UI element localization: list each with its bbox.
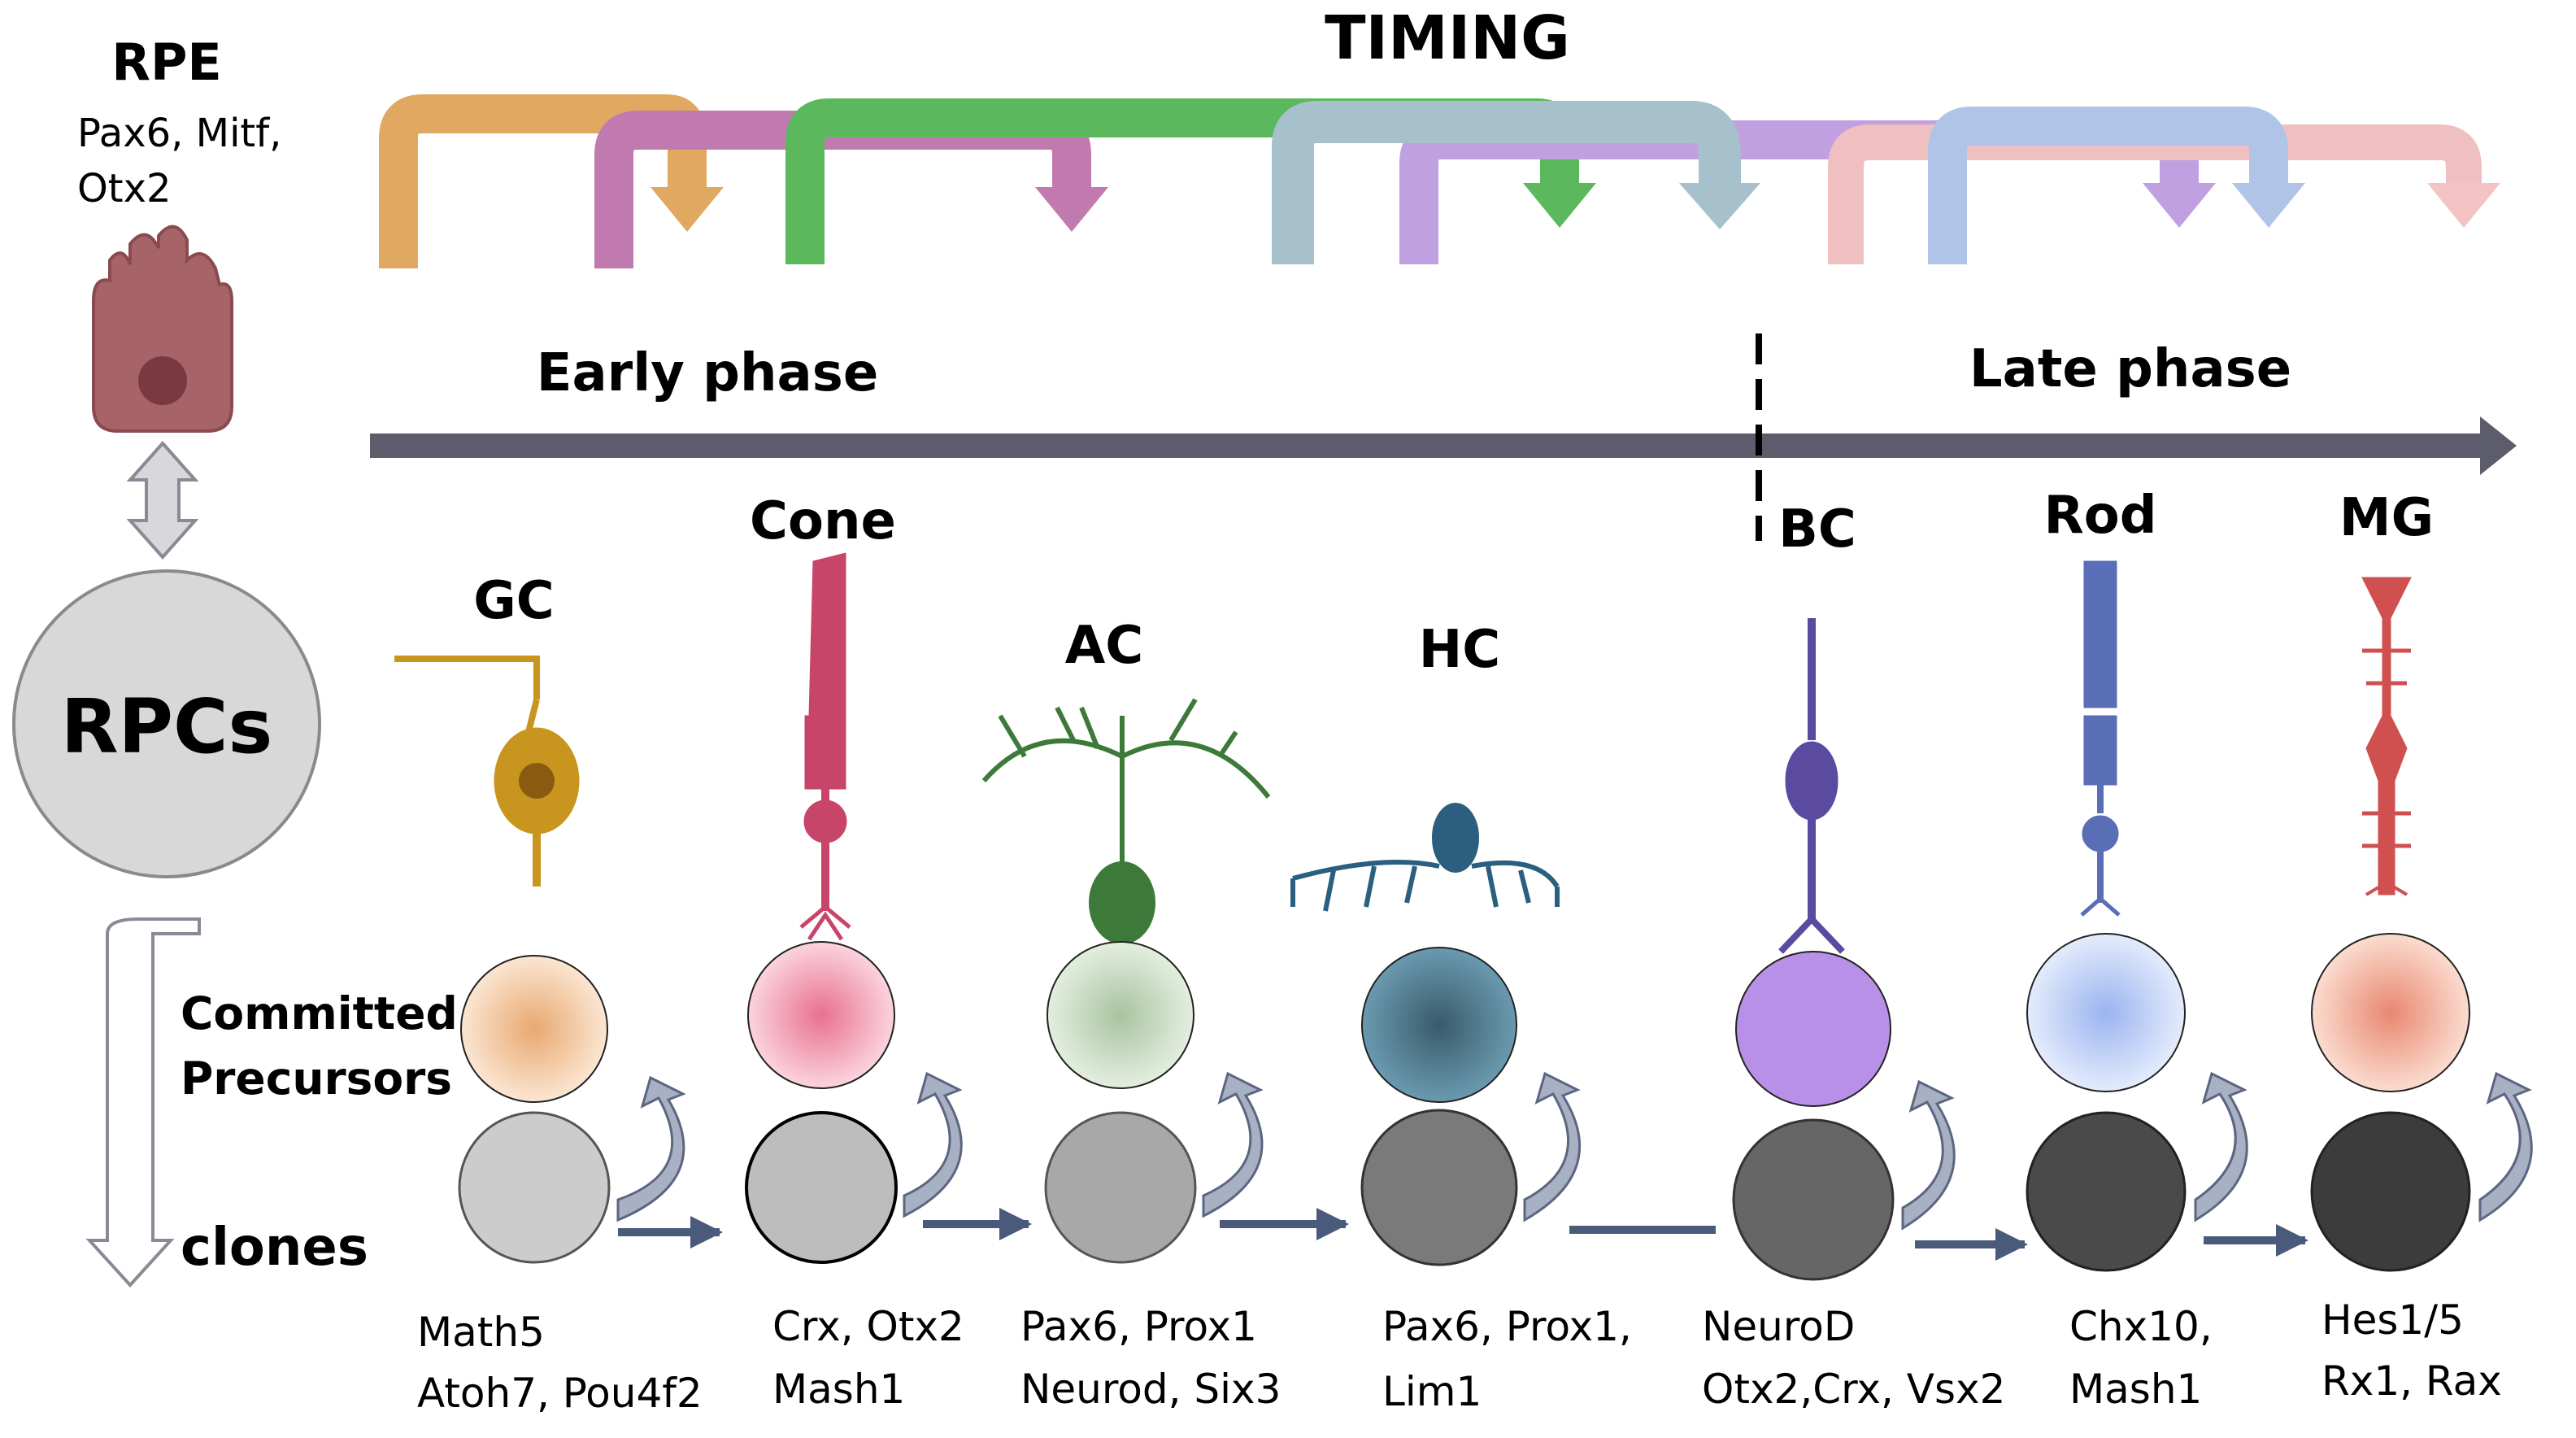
- late-phase-label: Late phase: [1969, 339, 2291, 399]
- genes-gc-line2: Atoh7, Pou4f2: [417, 1370, 703, 1417]
- genes-gc-line1: Math5: [417, 1309, 545, 1356]
- genes-bc-line1: NeuroD: [1702, 1303, 1855, 1350]
- rpe-genes-line2: Otx2: [77, 166, 172, 211]
- clone-ac: [1044, 1111, 1197, 1264]
- cone-neuron-illustration: [799, 552, 851, 941]
- committed-label-line2: Precursors: [181, 1052, 452, 1105]
- clone-progression-arrows: [618, 1208, 2308, 1261]
- timing-title: TIMING: [1325, 3, 1570, 73]
- clone-hc: [1360, 1109, 1518, 1266]
- committed-label-line1: Committed: [181, 987, 458, 1039]
- celltype-label-cone: Cone: [750, 491, 896, 551]
- ac-neuron-illustration: [981, 698, 1271, 944]
- precursor-cone: [747, 941, 895, 1089]
- timing-arrows: [379, 94, 2500, 268]
- hc-neuron-illustration: [1290, 803, 1560, 912]
- timing-arrow-rod: [1928, 107, 2305, 264]
- genes-ac-line1: Pax6, Prox1: [1020, 1303, 1257, 1350]
- genes-mg-line1: Hes1/5: [2321, 1296, 2464, 1344]
- celltype-label-bc: BC: [1778, 499, 1856, 560]
- rpe-title: RPE: [111, 33, 222, 92]
- precursor-bc: [1735, 951, 1891, 1107]
- precursor-ac: [1046, 941, 1194, 1089]
- phase-axis: [370, 333, 2517, 541]
- genes-hc-line2: Lim1: [1382, 1368, 1482, 1415]
- genes-rod-line1: Chx10,: [2069, 1303, 2213, 1350]
- clone-gc: [458, 1111, 611, 1264]
- genes-ac-line2: Neurod, Six3: [1020, 1366, 1281, 1413]
- precursor-hc: [1361, 947, 1517, 1103]
- genes-cone-line1: Crx, Otx2: [772, 1303, 964, 1350]
- rpe-genes-line1: Pax6, Mitf,: [77, 111, 281, 156]
- celltype-label-mg: MG: [2339, 488, 2434, 548]
- rpe-cell-illustration: [92, 224, 233, 433]
- gc-neuron-illustration: [394, 656, 580, 887]
- timing-arrow-hc: [1272, 101, 1760, 264]
- bc-neuron-illustration: [1778, 618, 1845, 954]
- precursor-mg: [2311, 933, 2470, 1092]
- rod-neuron-illustration: [2080, 560, 2121, 917]
- clone-lineage-arrow: [85, 917, 201, 1288]
- genes-rod-line2: Mash1: [2069, 1366, 2202, 1413]
- genes-cone-line2: Mash1: [772, 1366, 905, 1413]
- celltype-label-hc: HC: [1419, 620, 1501, 680]
- clone-mg: [2310, 1111, 2471, 1272]
- celltype-label-ac: AC: [1065, 616, 1144, 676]
- mg-glia-illustration: [2361, 577, 2412, 896]
- clone-bc: [1732, 1118, 1895, 1281]
- rpcs-label: RPCs: [61, 683, 273, 770]
- precursor-rod: [2026, 933, 2186, 1092]
- genes-hc-line1: Pax6, Prox1,: [1382, 1303, 1632, 1350]
- celltype-label-gc: GC: [473, 571, 555, 631]
- clones-label: clones: [181, 1218, 368, 1278]
- genes-mg-line2: Rx1, Rax: [2321, 1357, 2502, 1405]
- clone-cone: [745, 1111, 898, 1264]
- precursor-gc: [460, 955, 608, 1103]
- early-phase-label: Early phase: [537, 343, 878, 403]
- rpcs-circle: [12, 569, 321, 878]
- celltype-label-rod: Rod: [2043, 486, 2156, 546]
- clone-rod: [2026, 1111, 2187, 1272]
- rpe-rpc-double-arrow: [126, 440, 199, 560]
- genes-bc-line2: Otx2,Crx, Vsx2: [1702, 1366, 2005, 1413]
- self-renewal-arrows: [616, 1071, 2533, 1231]
